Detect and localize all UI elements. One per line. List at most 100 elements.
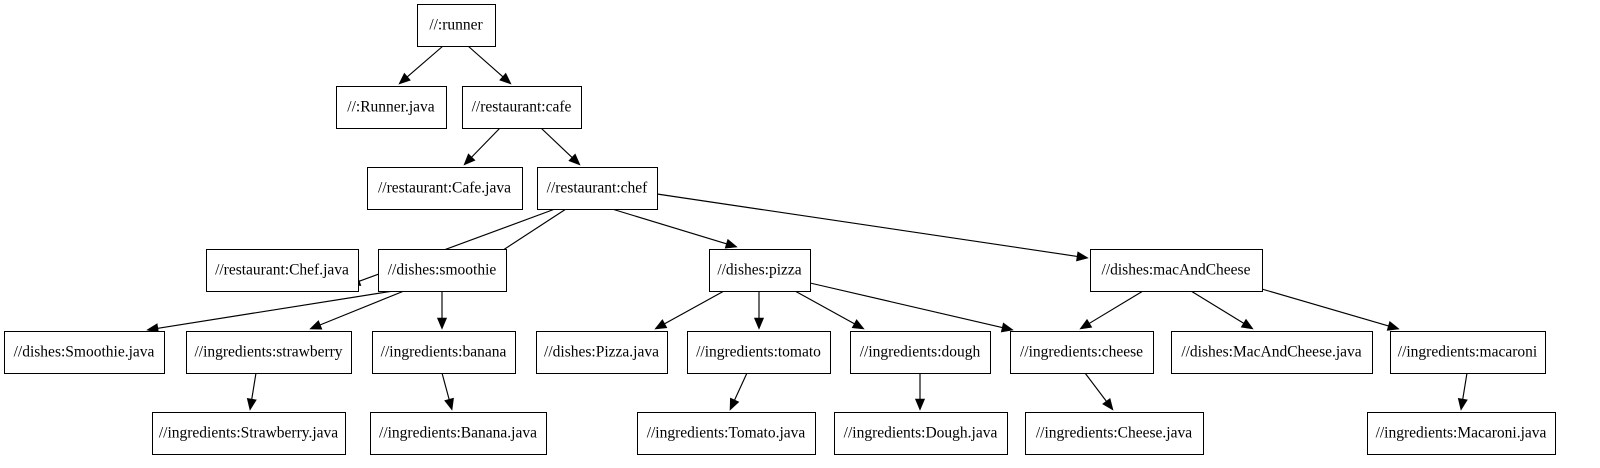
node-box[interactable] [850, 331, 991, 374]
node-box[interactable] [336, 86, 447, 129]
edge-arrowhead [1102, 397, 1114, 411]
graph-node-ing_strawberry[interactable]: //ingredients:strawberry [186, 331, 352, 374]
graph-node-dough_java[interactable]: //ingredients:Dough.java [834, 412, 1008, 455]
node-box[interactable] [834, 412, 1008, 455]
node-label: //dishes:macAndCheese [1102, 262, 1251, 279]
node-label: //ingredients:macaroni [1398, 344, 1538, 361]
edge-line [441, 372, 450, 400]
edge-arrowhead [398, 72, 411, 85]
node-label: //ingredients:strawberry [194, 344, 342, 361]
node-label: //restaurant:cafe [472, 99, 572, 116]
node-box[interactable] [186, 331, 352, 374]
graph-node-tomato_java[interactable]: //ingredients:Tomato.java [637, 412, 816, 455]
node-label: //:Runner.java [347, 99, 435, 116]
graph-node-ing_tomato[interactable]: //ingredients:tomato [687, 331, 831, 374]
node-label: //ingredients:cheese [1020, 344, 1143, 361]
graph-edge [1247, 284, 1400, 331]
edge-arrowhead [463, 153, 476, 166]
graph-node-ing_dough[interactable]: //ingredients:dough [850, 331, 991, 374]
graph-node-dishes_mac[interactable]: //dishes:macAndCheese [1090, 249, 1263, 292]
graph-node-dishes_smoothie[interactable]: //dishes:smoothie [378, 249, 507, 292]
node-box[interactable] [378, 249, 507, 292]
node-label: //ingredients:dough [860, 344, 981, 361]
graph-node-mac_java[interactable]: //dishes:MacAndCheese.java [1171, 331, 1373, 374]
node-box[interactable] [462, 86, 582, 129]
node-box[interactable] [1090, 249, 1263, 292]
graph-node-macaroni_java[interactable]: //ingredients:Macaroni.java [1367, 412, 1556, 455]
node-box[interactable] [1171, 331, 1373, 374]
node-box[interactable] [206, 249, 359, 292]
graph-node-restaurant_chef[interactable]: //restaurant:chef [537, 167, 658, 210]
edge-arrowhead [436, 317, 448, 330]
edge-line [1190, 290, 1244, 324]
node-label: //ingredients:Strawberry.java [159, 425, 338, 442]
graph-node-runner_java[interactable]: //:Runner.java [336, 86, 447, 129]
node-label: //ingredients:Macaroni.java [1376, 425, 1547, 442]
edge-arrowhead [568, 153, 581, 166]
node-label: //ingredients:Dough.java [844, 425, 998, 442]
edge-line [406, 45, 444, 78]
edge-line [1089, 290, 1144, 324]
node-box[interactable] [637, 412, 816, 455]
node-box[interactable] [370, 412, 547, 455]
graph-node-chef_java[interactable]: //restaurant:Chef.java [206, 249, 359, 292]
node-label: //dishes:smoothie [388, 262, 497, 279]
graph-node-dishes_pizza[interactable]: //dishes:pizza [709, 249, 811, 292]
node-box[interactable] [536, 331, 668, 374]
edge-line [319, 290, 405, 326]
node-box[interactable] [417, 4, 496, 47]
graph-node-restaurant_cafe[interactable]: //restaurant:cafe [462, 86, 582, 129]
edge-line [611, 208, 727, 245]
node-box[interactable] [4, 331, 165, 374]
edge-line [809, 282, 1003, 329]
edge-arrowhead [246, 398, 257, 411]
graph-edge [309, 290, 405, 330]
edge-arrowhead [1240, 318, 1254, 330]
graph-node-strawberry_java[interactable]: //ingredients:Strawberry.java [152, 412, 346, 455]
graph-edge [436, 291, 448, 330]
edge-line [656, 193, 1078, 257]
edge-arrowhead [851, 319, 865, 330]
node-label: //dishes:MacAndCheese.java [1181, 344, 1361, 361]
edge-arrowhead [654, 319, 668, 330]
edge-arrowhead [444, 397, 454, 411]
graph-edge [1079, 290, 1144, 330]
node-label: //ingredients:Tomato.java [647, 425, 806, 442]
graph-node-cafe_java[interactable]: //restaurant:Cafe.java [367, 167, 523, 210]
node-label: //dishes:Pizza.java [544, 344, 659, 361]
node-box[interactable] [687, 331, 831, 374]
edge-line [1084, 372, 1107, 402]
graph-edge [654, 290, 725, 330]
node-box[interactable] [152, 412, 346, 455]
node-box[interactable] [367, 167, 523, 210]
edge-line [1247, 284, 1389, 327]
graph-edge [753, 291, 765, 330]
graph-node-pizza_java[interactable]: //dishes:Pizza.java [536, 331, 668, 374]
graph-node-runner[interactable]: //:runner [417, 4, 496, 47]
edge-arrowhead [914, 398, 926, 411]
node-label: //ingredients:banana [381, 344, 507, 361]
edge-line [157, 290, 394, 329]
node-box[interactable] [1010, 331, 1154, 374]
node-label: //ingredients:Banana.java [379, 425, 537, 442]
graph-node-ing_macaroni[interactable]: //ingredients:macaroni [1390, 331, 1546, 374]
graph-node-ing_cheese[interactable]: //ingredients:cheese [1010, 331, 1154, 374]
node-box[interactable] [1025, 412, 1204, 455]
graph-node-smoothie_java[interactable]: //dishes:Smoothie.java [4, 331, 165, 374]
node-box[interactable] [709, 249, 811, 292]
edge-arrowhead [499, 72, 512, 85]
graph-edge [441, 372, 454, 411]
edge-arrowhead [753, 317, 765, 330]
node-box[interactable] [372, 331, 516, 374]
graph-node-cheese_java[interactable]: //ingredients:Cheese.java [1025, 412, 1204, 455]
edge-arrowhead [1386, 320, 1400, 331]
node-box[interactable] [1390, 331, 1546, 374]
node-box[interactable] [537, 167, 658, 210]
edge-line [251, 372, 257, 400]
graph-edge [1190, 290, 1254, 330]
node-box[interactable] [1367, 412, 1556, 455]
graph-node-ing_banana[interactable]: //ingredients:banana [372, 331, 516, 374]
graph-node-banana_java[interactable]: //ingredients:Banana.java [370, 412, 547, 455]
graph-edge [809, 282, 1014, 333]
